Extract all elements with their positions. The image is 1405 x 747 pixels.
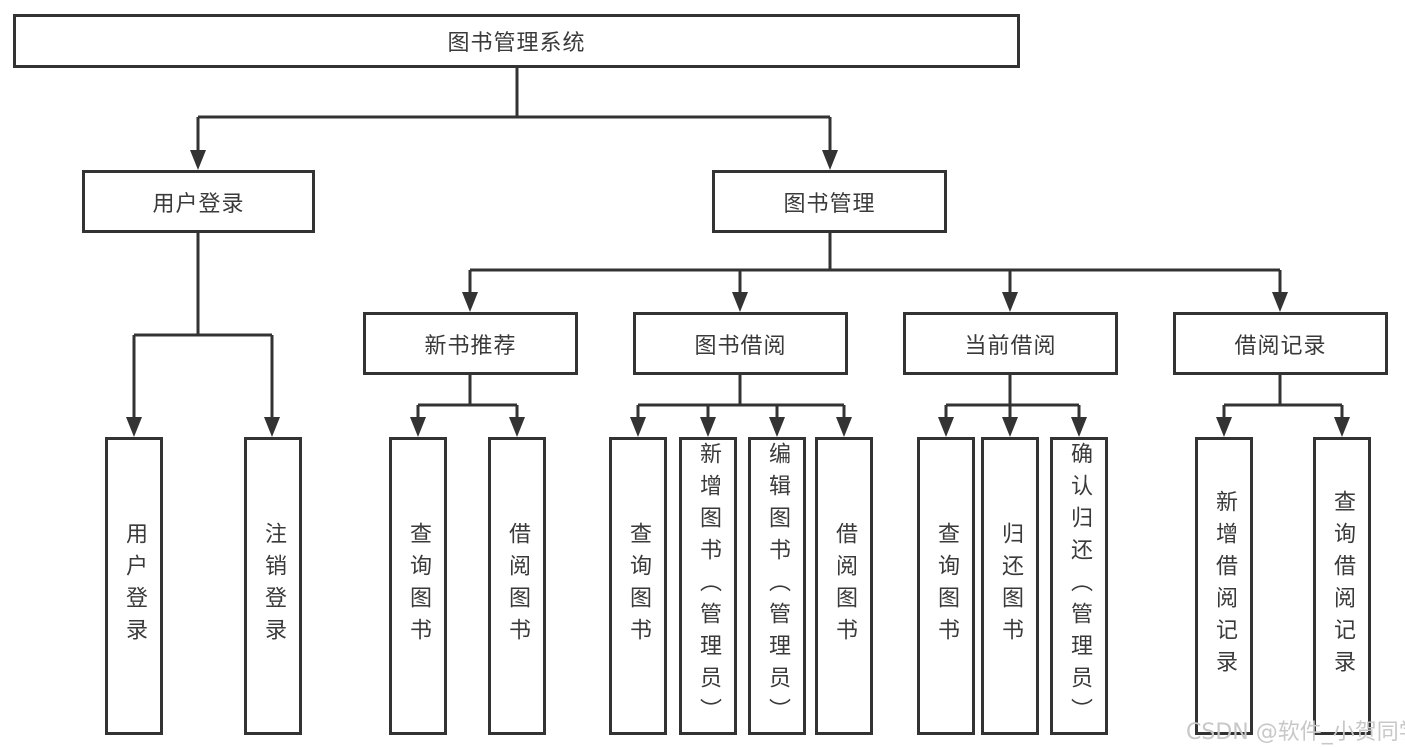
node-label: 编辑图书（管理员） [765,442,790,730]
node-label: 注销登录 [261,522,286,650]
node-label: 借阅记录 [1234,333,1327,359]
arrowheads-groups [462,292,1288,312]
arrowheads-recommend-leaves [410,417,525,437]
node-book-management: 图书管理 [712,170,947,233]
node-label: 当前借阅 [964,333,1057,359]
node-label: 图书管理系统 [447,31,586,56]
node-label: 图书管理 [783,191,876,217]
arrowheads-borrow-leaves [630,417,852,437]
node-records-add-record: 新增借阅记录 [1195,437,1253,735]
node-label: 图书借阅 [694,333,787,359]
node-borrow-query-books: 查询图书 [609,437,667,735]
node-label: 新增借阅记录 [1212,490,1237,682]
node-label: 借阅图书 [505,522,530,650]
node-current-query-books: 查询图书 [917,437,975,735]
node-label: 查询图书 [406,522,431,650]
node-label: 查询图书 [934,522,959,650]
connector-borrow-to-leaves [636,375,846,419]
node-label: 查询图书 [626,522,651,650]
node-borrow-records: 借阅记录 [1173,312,1388,375]
node-label: 查询借阅记录 [1330,490,1355,682]
node-label: 确认归还（管理员） [1067,442,1092,730]
node-borrow-add-books-admin: 新增图书（管理员） [679,437,737,735]
node-label: 借阅图书 [832,522,857,650]
node-root: 图书管理系统 [13,14,1020,68]
node-current-return-books: 归还图书 [981,437,1039,735]
connector-management-to-groups [468,233,1282,294]
node-borrow-edit-books-admin: 编辑图书（管理员） [748,437,806,735]
node-logout-leaf: 注销登录 [244,437,302,735]
node-borrow-borrow-books: 借阅图书 [815,437,873,735]
connector-current-to-leaves [944,375,1081,419]
csdn-watermark: CSDN @软件_小贺同学 [1186,720,1405,745]
node-label: 归还图书 [998,522,1023,650]
node-user-login: 用户登录 [82,170,315,233]
arrowheads-level2 [190,150,838,170]
connector-login-to-leaves [132,233,274,419]
arrowheads-login-leaves [126,417,280,437]
connector-records-to-leaves [1222,375,1344,419]
node-book-borrow: 图书借阅 [633,312,848,375]
arrowheads-current-leaves [938,417,1087,437]
node-label: 用户登录 [122,522,147,650]
arrowheads-records-leaves [1216,417,1350,437]
connector-recommend-to-leaves [416,375,519,419]
connector-root-to-level2 [196,68,832,152]
node-label: 新增图书（管理员） [696,442,721,730]
node-recommend-query-books: 查询图书 [389,437,447,735]
node-login-leaf: 用户登录 [105,437,163,735]
node-label: 用户登录 [152,191,245,217]
node-records-query-record: 查询借阅记录 [1313,437,1371,735]
node-label: 新书推荐 [424,333,517,359]
node-current-borrow: 当前借阅 [903,312,1118,375]
node-recommend-borrow-books: 借阅图书 [488,437,546,735]
node-new-book-recommend: 新书推荐 [363,312,578,375]
node-current-confirm-return-admin: 确认归还（管理员） [1050,437,1108,735]
